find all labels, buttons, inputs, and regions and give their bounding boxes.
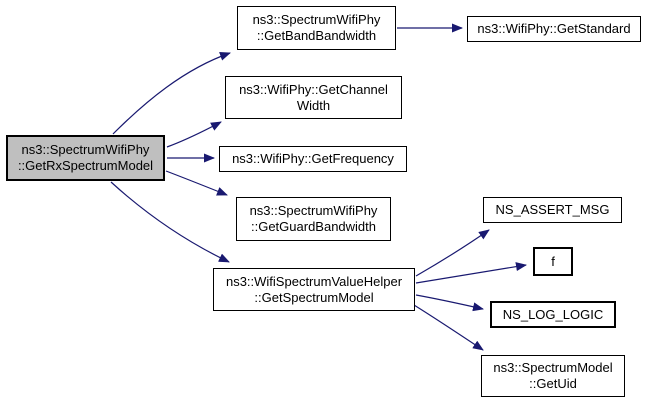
- edge-getrxspectrummodel-to-getguardbandwidth: [165, 170, 228, 196]
- edge-getspectrummodel-to-f: [415, 262, 527, 284]
- node-ns-assert-msg[interactable]: NS_ASSERT_MSG: [483, 197, 622, 223]
- edge-getspectrummodel-to-nsloglogic: [415, 294, 484, 312]
- edge-getrxspectrummodel-to-getchannelwidth: [166, 121, 222, 148]
- node-get-uid[interactable]: ns3::SpectrumModel ::GetUid: [481, 355, 625, 397]
- node-get-standard[interactable]: ns3::WifiPhy::GetStandard: [467, 16, 641, 42]
- edge-getrxspectrummodel-to-getbandbandwidth: [112, 52, 231, 135]
- node-get-spectrum-model[interactable]: ns3::WifiSpectrumValueHelper ::GetSpectr…: [213, 268, 415, 311]
- node-f[interactable]: f: [533, 247, 573, 276]
- node-get-band-bandwidth[interactable]: ns3::SpectrumWifiPhy ::GetBandBandwidth: [237, 6, 396, 50]
- edge-getspectrummodel-to-nsassertmsg: [415, 229, 490, 277]
- node-get-channel-width[interactable]: ns3::WifiPhy::GetChannel Width: [225, 76, 402, 119]
- node-ns-log-logic[interactable]: NS_LOG_LOGIC: [490, 301, 616, 328]
- edge-getspectrummodel-to-getuid: [413, 304, 484, 351]
- node-get-guard-bandwidth[interactable]: ns3::SpectrumWifiPhy ::GetGuardBandwidth: [236, 197, 391, 241]
- edge-getrxspectrummodel-to-getspectrummodel: [110, 181, 230, 263]
- node-get-frequency[interactable]: ns3::WifiPhy::GetFrequency: [219, 146, 407, 172]
- node-get-rx-spectrum-model: ns3::SpectrumWifiPhy ::GetRxSpectrumMode…: [6, 135, 165, 181]
